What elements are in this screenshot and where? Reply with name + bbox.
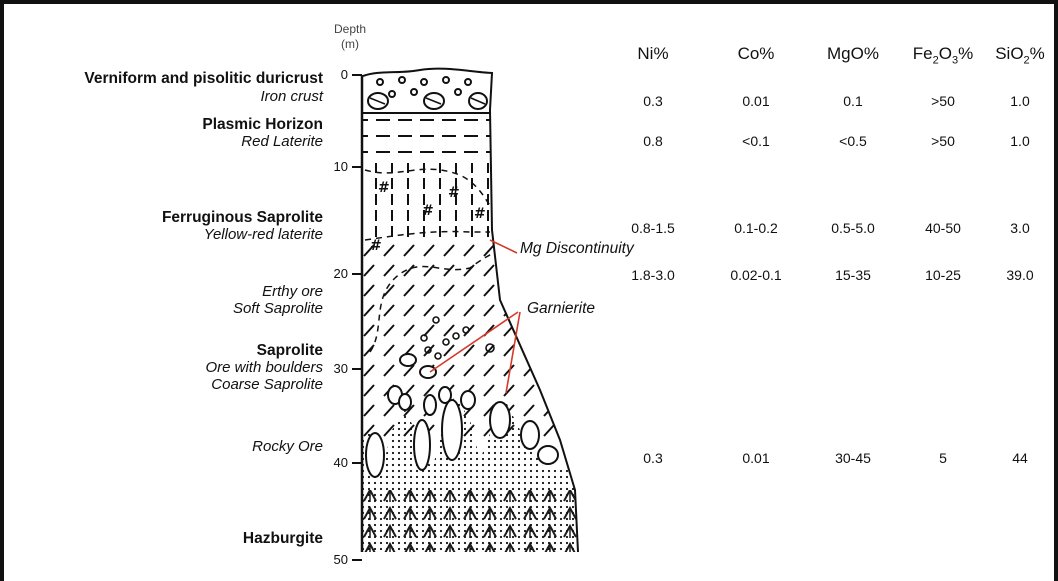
layer-desc: Ore with boulders (205, 359, 323, 376)
table-cell: 0.1 (843, 93, 863, 109)
mg-discontinuity-label: Mg Discontinuity (520, 240, 634, 257)
table-cell: 0.3 (643, 93, 663, 109)
layer-label: Plasmic Horizon (202, 116, 323, 133)
table-cell: 1.0 (1010, 133, 1030, 149)
table-cell: 3.0 (1010, 220, 1030, 236)
table-cell: <0.1 (742, 133, 770, 149)
layer-label: Ore with boulders (205, 359, 323, 376)
table-cell: 0.3 (643, 450, 663, 466)
table-cell: 30-45 (835, 450, 871, 466)
layer-label: Verniform and pisolitic duricrust (84, 70, 323, 87)
svg-text:#: # (370, 238, 382, 254)
depth-tick: 10 (333, 159, 348, 174)
layer-desc: Coarse Saprolite (211, 376, 323, 393)
depth-tick: 30 (333, 361, 348, 376)
layer-label: Erthy ore (262, 283, 323, 300)
layer-name: Saprolite (256, 342, 323, 359)
layer-name: Plasmic Horizon (202, 116, 323, 133)
layer-name: Hazburgite (242, 530, 323, 547)
table-cell: 0.8 (643, 133, 663, 149)
layer-desc: Yellow-red laterite (203, 226, 323, 243)
table-cell: 0.1-0.2 (734, 220, 778, 236)
table-cell: 0.01 (742, 450, 770, 466)
table-cell: 0.02-0.1 (730, 267, 782, 283)
depth-tick: 20 (333, 266, 348, 281)
depth-title-line2: (m) (341, 37, 359, 51)
layer-label: Red Laterite (241, 133, 323, 150)
col-header-co: Co% (737, 44, 775, 63)
frame-border-top (0, 0, 1058, 4)
table-cell: 39.0 (1006, 267, 1034, 283)
table-cell: 5 (939, 450, 947, 466)
layer-name: Ferruginous Saprolite (161, 209, 323, 226)
table-cell: 10-25 (925, 267, 961, 283)
layer-label: Coarse Saprolite (211, 376, 323, 393)
table-cell: <0.5 (839, 133, 867, 149)
table-cell: 15-35 (835, 267, 871, 283)
table-cell: 44 (1012, 450, 1028, 466)
table-cell: >50 (931, 133, 955, 149)
layer-label: Iron crust (260, 88, 323, 105)
depth-tick: 0 (340, 67, 348, 82)
table-cell: 0.5-5.0 (831, 220, 875, 236)
table-cell: 1.0 (1010, 93, 1030, 109)
layer-label: Soft Saprolite (233, 300, 323, 317)
table-cell: 1.8-3.0 (631, 267, 675, 283)
svg-text:#: # (422, 203, 434, 219)
svg-text:#: # (448, 185, 460, 201)
table-cell: 0.8-1.5 (631, 220, 675, 236)
col-header-sio2: SiO2% (995, 44, 1045, 67)
table-cell: 0.01 (742, 93, 770, 109)
layer-desc: Soft Saprolite (232, 300, 323, 317)
table-cell: 40-50 (925, 220, 961, 236)
col-header-fe2o3: Fe2O3% (912, 44, 974, 67)
col-header-ni: Ni% (637, 44, 669, 63)
layer-label: Saprolite (257, 342, 323, 359)
table-cell: >50 (931, 93, 955, 109)
layer-label: Rocky Ore (252, 438, 323, 455)
layer-desc: Erthy ore (262, 283, 323, 300)
svg-text:#: # (378, 180, 390, 196)
svg-text:#: # (474, 206, 486, 222)
frame-border-right (1054, 0, 1058, 581)
layer-name: Verniform and pisolitic duricrust (84, 70, 323, 87)
depth-tick: 50 (333, 552, 348, 567)
layer-label: Ferruginous Saprolite (162, 209, 323, 226)
layer-label: Hazburgite (243, 530, 323, 547)
layer-desc: Rocky Ore (252, 438, 323, 455)
depth-tick: 40 (333, 455, 348, 470)
layer-desc: Iron crust (260, 88, 323, 105)
frame-border-left (0, 0, 4, 581)
depth-title-line1: Depth (333, 22, 367, 36)
depth-axis-title: Depth (m) (330, 22, 370, 52)
col-header-mgo: MgO% (827, 44, 879, 63)
layer-desc: Red Laterite (241, 133, 323, 150)
layer-label: Yellow-red laterite (204, 226, 323, 243)
garnierite-label: Garnierite (527, 300, 596, 317)
